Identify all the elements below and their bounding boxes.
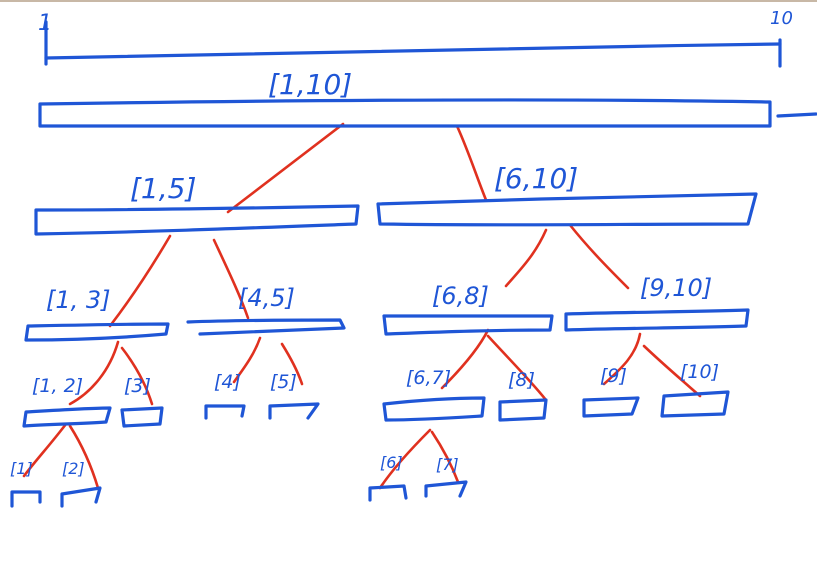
- edge-ll-lll: [68, 340, 120, 406]
- node-lrl: [4]: [204, 371, 246, 420]
- ruler-start-label: 1: [38, 11, 52, 36]
- node-lllr-bar: [60, 486, 102, 508]
- ruler-end-label: 10: [770, 8, 793, 29]
- node-lll-bar: [22, 406, 112, 428]
- edge-l-lr: [212, 238, 250, 320]
- edge-lr-lrl: [232, 336, 262, 384]
- node-llr-bar: [120, 406, 164, 428]
- node-rrl-bar: [582, 396, 640, 418]
- node-rllr-label: [7]: [436, 455, 459, 474]
- edge-root-left: [226, 122, 345, 214]
- node-ll: [1, 3]: [24, 286, 170, 342]
- node-rrr-label: [10]: [680, 361, 719, 383]
- node-r-label: [6,10]: [494, 162, 578, 195]
- node-rl: [6,8]: [382, 282, 554, 336]
- root-overflow-stroke: [776, 112, 817, 118]
- ruler-line: [44, 42, 782, 60]
- node-rlr: [8]: [498, 369, 548, 422]
- node-rllr: [7]: [424, 455, 468, 498]
- node-llll-bar: [10, 490, 42, 508]
- edge-rl-rlr: [486, 334, 548, 402]
- edge-root-right: [455, 124, 488, 202]
- edge-lr-lrr: [280, 342, 304, 386]
- node-lrr-bar: [268, 402, 320, 420]
- range-ruler: 1 10: [38, 8, 793, 68]
- node-ll-label: [1, 3]: [46, 286, 111, 314]
- edge-lll-lllr: [68, 424, 100, 490]
- node-root-bar: [38, 98, 772, 128]
- node-lr-label: [4,5]: [238, 284, 295, 312]
- node-rr-label: [9,10]: [640, 274, 712, 302]
- node-l: [1,5]: [34, 172, 360, 236]
- node-lrr-label: [5]: [270, 371, 297, 393]
- node-rll: [6,7]: [382, 367, 486, 422]
- node-rrr: [10]: [660, 361, 730, 418]
- tree-edges: [22, 122, 702, 490]
- node-lllr-label: [2]: [62, 459, 85, 478]
- node-rlll-bar: [368, 484, 408, 502]
- edge-rll-rlll: [378, 428, 432, 490]
- node-root-label: [1,10]: [268, 68, 352, 101]
- edge-ll-llr: [120, 346, 154, 406]
- node-rlll: [6]: [368, 453, 408, 502]
- node-lllr: [2]: [60, 459, 102, 508]
- edge-l-ll: [108, 234, 172, 328]
- node-l-label: [1,5]: [130, 172, 196, 205]
- node-llr-label: [3]: [124, 375, 151, 397]
- node-rlr-bar: [498, 398, 548, 422]
- node-lrl-label: [4]: [214, 371, 241, 393]
- node-root: [1,10]: [38, 68, 817, 128]
- node-r-bar: [376, 192, 758, 227]
- node-lll-label: [1, 2]: [32, 375, 83, 397]
- node-rrl: [9]: [582, 365, 640, 418]
- node-lll: [1, 2]: [22, 375, 112, 428]
- node-r: [6,10]: [376, 162, 758, 227]
- node-rll-bar: [382, 396, 486, 422]
- node-rl-label: [6,8]: [432, 282, 489, 310]
- edge-rr-rrl: [602, 332, 642, 386]
- node-llll-label: [1]: [10, 459, 33, 478]
- node-rr-bar: [564, 308, 750, 332]
- edge-r-rl: [504, 228, 548, 288]
- node-lr-bar: [186, 318, 346, 336]
- node-rll-label: [6,7]: [406, 367, 451, 389]
- node-rlr-label: [8]: [508, 369, 535, 391]
- node-rlll-label: [6]: [380, 453, 403, 472]
- node-rl-bar: [382, 314, 554, 336]
- node-ll-bar: [24, 322, 170, 342]
- edge-rll-rllr: [430, 430, 460, 484]
- node-rrl-label: [9]: [600, 365, 627, 387]
- node-lrl-bar: [204, 404, 246, 420]
- edge-rr-rrr: [642, 344, 702, 398]
- node-lr: [4,5]: [186, 284, 346, 336]
- node-l-bar: [34, 204, 360, 236]
- edge-lll-llll: [22, 422, 68, 478]
- node-lrr: [5]: [268, 371, 320, 420]
- node-rrr-bar: [660, 390, 730, 418]
- node-rr: [9,10]: [564, 274, 750, 332]
- node-llr: [3]: [120, 375, 164, 428]
- edge-rl-rll: [440, 328, 490, 390]
- edge-r-rr: [568, 223, 630, 290]
- node-rllr-bar: [424, 480, 468, 498]
- node-llll: [1]: [10, 459, 42, 508]
